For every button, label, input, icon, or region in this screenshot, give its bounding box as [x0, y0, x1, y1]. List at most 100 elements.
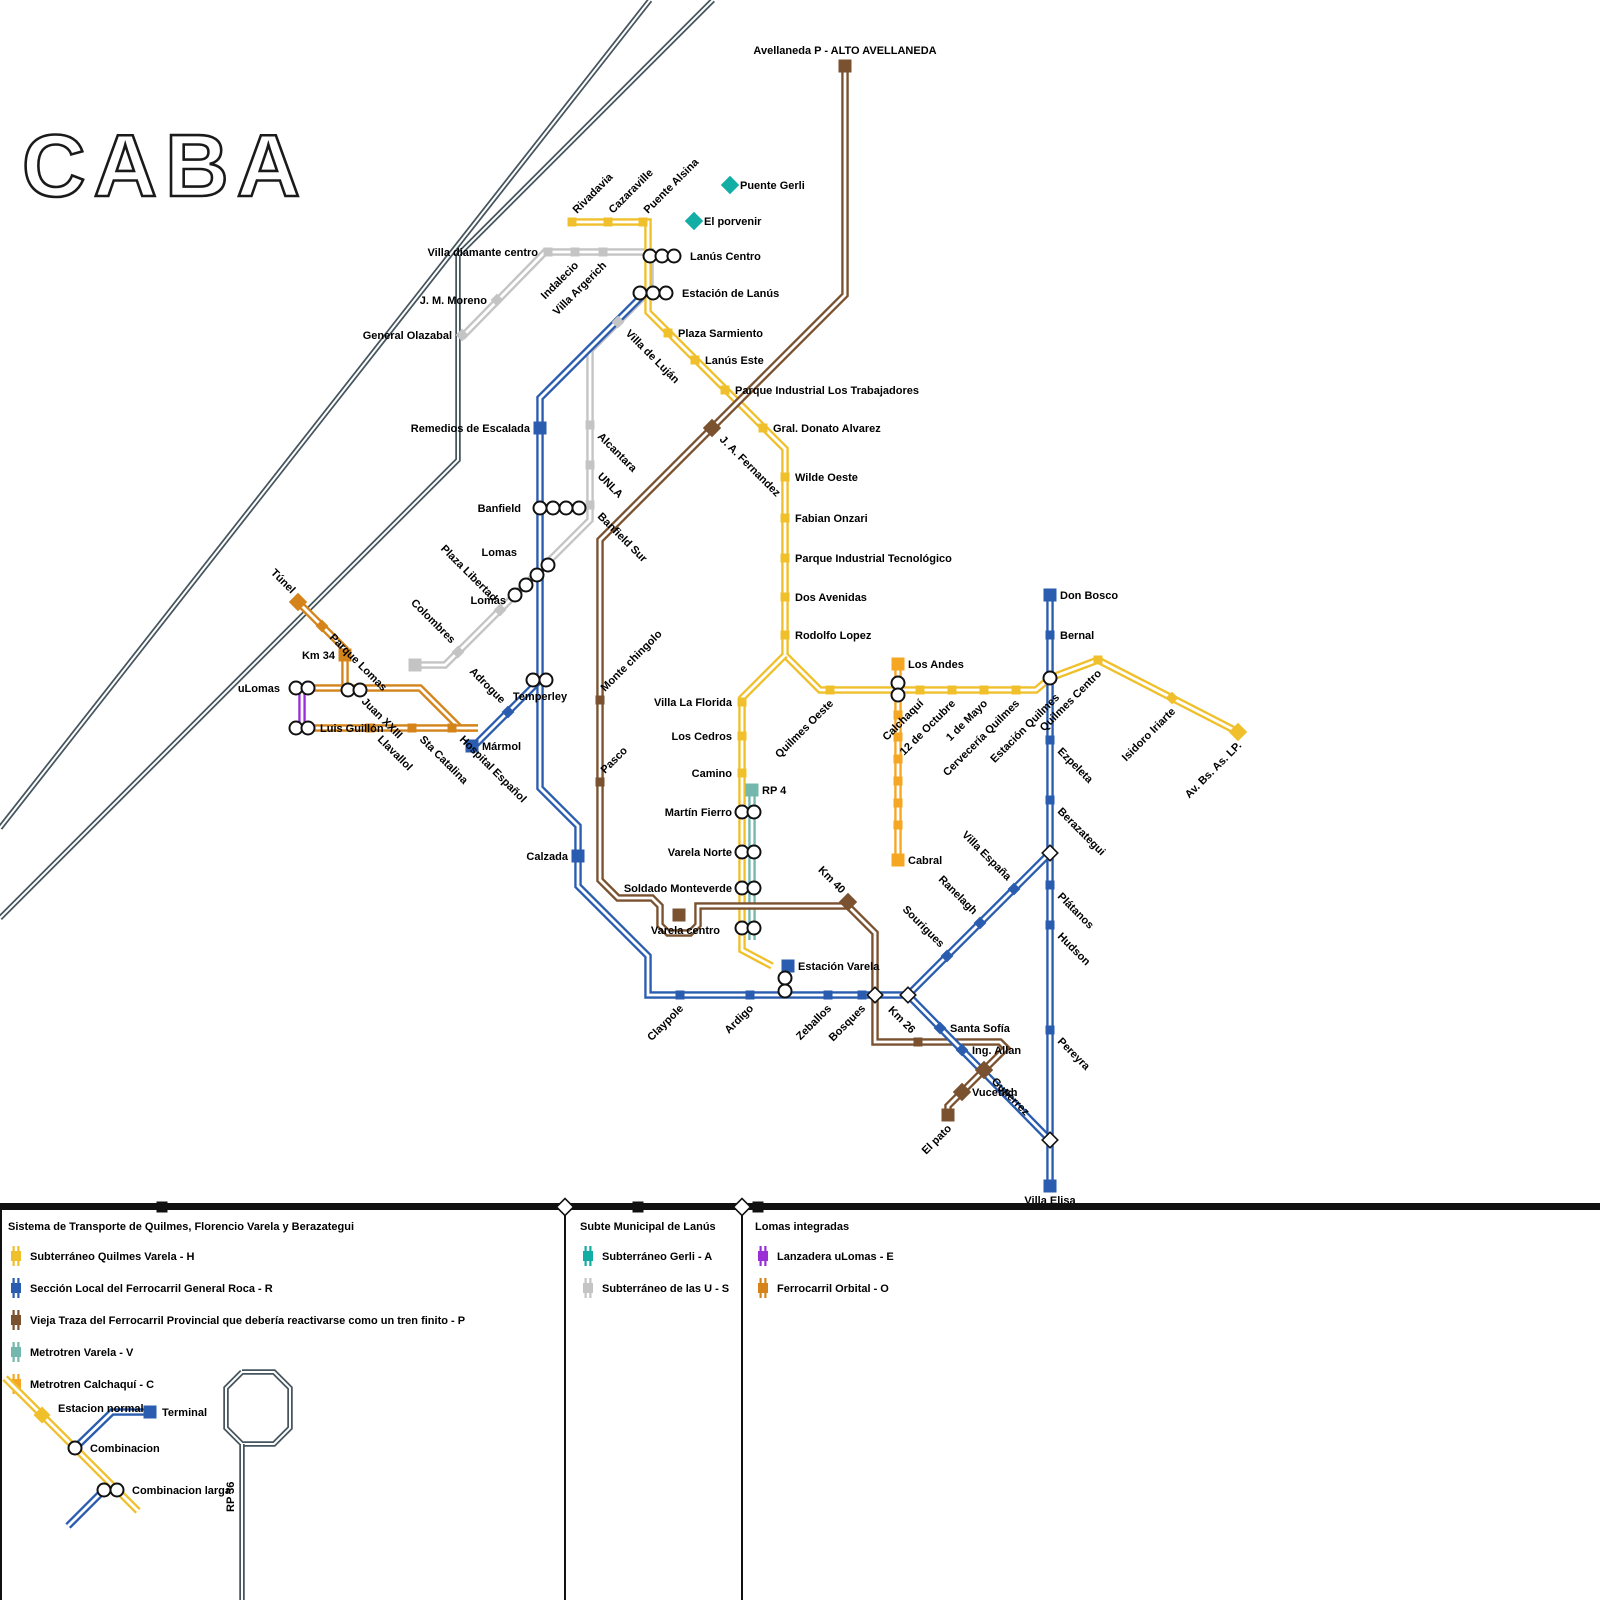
station-label-unla: UNLA: [595, 471, 625, 501]
station-label-ardigo: Ardigo: [723, 1002, 757, 1036]
station-label-rp-4: RP 4: [762, 785, 787, 797]
station-label-lanus-centro: Lanús Centro: [690, 251, 761, 263]
interchange-icon: [571, 500, 587, 516]
station-parque-industrial-los-trabajadores-marker: [720, 385, 730, 395]
crossing-diamond-icon: [1041, 844, 1059, 862]
legend-divider: [0, 1203, 2, 1600]
line-H: [740, 654, 786, 968]
interchange-icon: [666, 248, 682, 264]
key-combination-icon: [96, 1482, 112, 1498]
terminal-station-unnamed-marker: [408, 658, 422, 672]
station-label-rodolfo-lopez: Rodolfo Lopez: [795, 630, 872, 642]
station-km-26-marker: [913, 1037, 923, 1047]
station-label-platanos: Plátanos: [1055, 891, 1096, 932]
interchange-icon: [632, 285, 648, 301]
interchange-icon: [532, 500, 548, 516]
legend-line-icon: [583, 1251, 593, 1261]
station-label-el-pato: El pato: [920, 1122, 955, 1157]
station-claypole-marker: [675, 990, 685, 1000]
terminal-station-estacion-varela-marker: [781, 959, 795, 973]
caba-logo: CABA: [22, 116, 308, 215]
interchange-icon: [558, 500, 574, 516]
station-pasco-marker: [595, 777, 605, 787]
station-puente-alsina-marker: [638, 217, 648, 227]
station-label-remedios-de-escalada: Remedios de Escalada: [411, 423, 531, 435]
interchange-icon: [746, 920, 762, 936]
station-villa-argerich-marker: [598, 247, 608, 257]
station-label-parque-industrial-los-trabajadores: Parque Industrial Los Trabajadores: [735, 385, 919, 397]
station-villa-diamante-centro-marker: [543, 247, 553, 257]
station-label-avellaneda-p-alto-avellaneda: Avellaneda P - ALTO AVELLANEDA: [753, 45, 936, 57]
station-berazategui-marker: [1045, 795, 1055, 805]
legend-item-label: Subterráneo de las U - S: [602, 1283, 729, 1295]
terminal-station-unnamed-marker: [672, 908, 686, 922]
station-label-el-porvenir: El porvenir: [704, 216, 762, 228]
station-label-puente-gerli: Puente Gerli: [740, 180, 805, 192]
station-label-ing-allan: Ing. Allan: [972, 1045, 1021, 1057]
station-quilmes-centro-marker: [1093, 655, 1103, 665]
legend-bar-diamond-icon: [732, 1197, 752, 1217]
key-comb-line: [67, 1489, 105, 1527]
legend-section-title: Lomas integradas: [755, 1221, 849, 1233]
legend-item-label: Vieja Traza del Ferrocarril Provincial q…: [30, 1315, 465, 1327]
station-12-de-octubre-marker: [947, 685, 957, 695]
interchange-icon: [352, 682, 368, 698]
station-unnamed-marker: [893, 710, 903, 720]
terminal-station-marmol-marker: [465, 739, 479, 753]
legend-bar-diamond-icon: [555, 1197, 575, 1217]
legend-item-label: Subterráneo Gerli - A: [602, 1251, 712, 1263]
station-label-alcantara: Alcantara: [595, 431, 640, 476]
station-label-j-m-moreno: J. M. Moreno: [420, 295, 488, 307]
interchange-icon: [1042, 670, 1058, 686]
station-label-los-cedros: Los Cedros: [671, 731, 732, 743]
crossing-diamond-icon: [866, 986, 884, 1004]
station-unnamed-marker: [893, 798, 903, 808]
terminal-station-km-34-marker: [338, 648, 352, 662]
station-label-general-olazabal: General Olazabal: [363, 330, 452, 342]
station-label-dos-avenidas: Dos Avenidas: [795, 592, 867, 604]
station-llavallol-marker: [365, 723, 375, 733]
station-label-martin-fierro: Martín Fierro: [665, 807, 733, 819]
terminal-station-j-a-fernandez-marker: [702, 418, 722, 438]
station-label-berazategui: Berazategui: [1055, 806, 1108, 859]
interchange-icon: [746, 804, 762, 820]
station-label-lomas: Lomas: [471, 595, 506, 607]
terminal-station-avellaneda-p-alto-avellaneda-marker: [838, 59, 852, 73]
terminal-station-remedios-de-escalada-marker: [533, 421, 547, 435]
station-parque-industrial-tecnologico-marker: [780, 553, 790, 563]
key-ring-road-icon: [225, 1371, 291, 1445]
station-label-varela-norte: Varela Norte: [668, 847, 732, 859]
legend-line-icon: [11, 1283, 21, 1293]
terminal-station-rp-4-marker: [745, 783, 759, 797]
station-label-hudson: Hudson: [1055, 931, 1093, 969]
station-label-colombres: Colombres: [408, 597, 457, 646]
station-label-isidoro-iriarte: Isidoro Iriarte: [1120, 706, 1178, 764]
key-combination-icon: [109, 1482, 125, 1498]
station-label-villa-espana: Villa España: [959, 829, 1014, 884]
station-label-los-andes: Los Andes: [908, 659, 964, 671]
interchange-icon: [645, 285, 661, 301]
station-hospital-espanol-marker: [447, 723, 457, 733]
station-zeballos-marker: [823, 990, 833, 1000]
interchange-icon: [746, 880, 762, 896]
legend-bar-station-icon: [752, 1201, 764, 1213]
station-label-santa-sofia: Santa Sofía: [950, 1023, 1011, 1035]
station-wilde-oeste-marker: [780, 472, 790, 482]
caba-boundary-line: [0, 0, 651, 829]
line-H: [784, 654, 1241, 735]
terminal-station-don-bosco-marker: [1043, 588, 1057, 602]
key-normal-label: Estacion normal: [58, 1403, 144, 1415]
legend-section-title: Subte Municipal de Lanús: [580, 1221, 716, 1233]
station-label-tunel: Túnel: [268, 567, 297, 596]
station-fabian-onzari-marker: [780, 513, 790, 523]
key-terminal-line: [74, 1410, 150, 1450]
terminal-station-av-bs-as-lp-marker: [1228, 722, 1248, 742]
station-pereyra-marker: [1045, 1025, 1055, 1035]
station-gral-donato-alvarez-marker: [758, 423, 768, 433]
station-rivadavia-marker: [567, 217, 577, 227]
interchange-icon: [300, 720, 316, 736]
station-unnamed-marker: [893, 732, 903, 742]
terminal-station-km-40-marker: [838, 892, 858, 912]
station-label-monte-chingolo: Monte chingolo: [599, 628, 665, 694]
